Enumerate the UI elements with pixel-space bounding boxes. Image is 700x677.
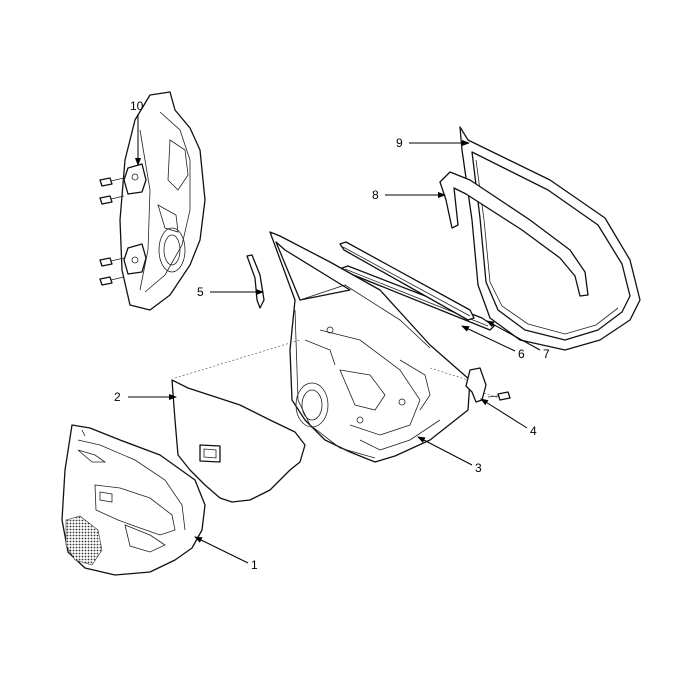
- callout-2: 2: [114, 390, 121, 404]
- alignment-line-handle: [429, 367, 469, 381]
- speaker-grille: [65, 515, 103, 566]
- glass-run-channel: [439, 171, 589, 297]
- door-panel: [269, 231, 471, 463]
- latch-screw: [497, 391, 511, 401]
- leader-6: [461, 325, 516, 352]
- callout-3: 3: [475, 461, 482, 475]
- leader-lines: [128, 114, 541, 564]
- leader-3: [417, 436, 473, 466]
- leader-7: [486, 320, 541, 351]
- callout-7: 7: [543, 347, 550, 361]
- callout-6: 6: [518, 347, 525, 361]
- inner-belt-weatherstrip: [339, 241, 475, 321]
- lower-hinge: [123, 243, 147, 275]
- callout-5: 5: [197, 285, 204, 299]
- alignment-line-upper: [174, 339, 301, 379]
- alignment-line-screw: [479, 391, 501, 399]
- callout-8: 8: [372, 188, 379, 202]
- callout-labels: 1 2 3 4 5 6 7 8 9 10: [114, 99, 550, 572]
- door-trim-panel: [61, 424, 206, 576]
- latch-bracket: [465, 367, 511, 403]
- callout-10: 10: [130, 99, 144, 113]
- leader-4: [480, 398, 528, 429]
- leader-1: [194, 536, 249, 564]
- hinge-pillar-assembly: [99, 91, 206, 311]
- callout-4: 4: [530, 424, 537, 438]
- callout-1: 1: [251, 558, 258, 572]
- hinge-bolts: [99, 177, 125, 286]
- vapor-barrier-sheet: [171, 379, 306, 503]
- callout-9: 9: [396, 136, 403, 150]
- upper-hinge: [123, 163, 147, 195]
- delta-molding: [246, 254, 265, 309]
